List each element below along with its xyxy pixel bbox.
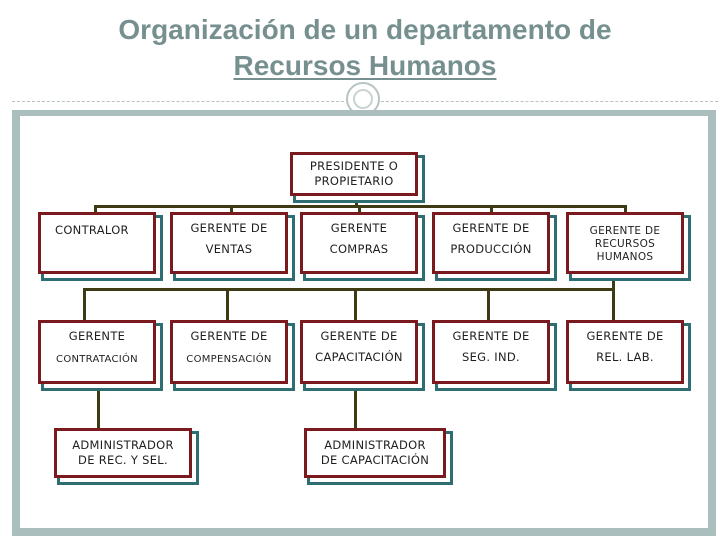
org-box-text: COMPENSACIÓN [186, 354, 272, 365]
org-box-text: PRESIDENTE O [309, 159, 399, 173]
connector-level2-drop-4 [487, 288, 490, 320]
org-box-text: VENTAS [205, 242, 253, 256]
org-box-gerente-compensacion: GERENTE DE COMPENSACIÓN [170, 320, 288, 384]
org-box-text: RECURSOS [594, 237, 656, 250]
connector-level1-drop-5 [624, 205, 627, 215]
org-box-text: GERENTE DE [190, 329, 268, 343]
left-margin [0, 0, 12, 546]
slide-title: Organización de un departamento de Recur… [40, 12, 690, 84]
org-box-text: PRODUCCIÓN [450, 242, 532, 256]
org-box-text: ADMINISTRADOR [72, 438, 174, 452]
org-box-contralor: CONTRALOR [38, 212, 156, 274]
org-box-gerente-contratacion: GERENTE CONTRATACIÓN [38, 320, 156, 384]
org-box-administrador-capacitacion: ADMINISTRADOR DE CAPACITACIÓN [304, 428, 446, 478]
org-box-gerente-rel-lab: GERENTE DE REL. LAB. [566, 320, 684, 384]
org-box-text: SEG. IND. [462, 350, 520, 364]
org-box-text: GERENTE DE [452, 329, 530, 343]
connector-level1-drop-4 [490, 205, 493, 215]
connector-level1-drop-2 [230, 205, 233, 215]
org-box-text: HUMANOS [596, 250, 654, 263]
org-box-president: PRESIDENTE O PROPIETARIO [290, 152, 418, 196]
connector-hr-down [612, 274, 615, 290]
connector-level2-drop-1 [83, 288, 86, 320]
org-box-text: GERENTE DE [190, 221, 268, 235]
connector-level2-drop-2 [226, 288, 229, 320]
connector-capacitacion-down [354, 384, 357, 430]
org-box-text: GERENTE [68, 329, 126, 343]
org-box-gerente-recursos-humanos: GERENTE DE RECURSOS HUMANOS [566, 212, 684, 274]
org-box-text: GERENTE DE [589, 224, 661, 237]
org-box-text: DE CAPACITACIÓN [320, 453, 430, 467]
org-box-text: DE REC. Y SEL. [78, 453, 168, 467]
org-box-text: CAPACITACIÓN [315, 350, 403, 364]
connector-level2-drop-3 [354, 288, 357, 320]
org-box-text: ADMINISTRADOR [324, 438, 426, 452]
connector-contratacion-down [97, 384, 100, 430]
connector-president-down [355, 195, 358, 207]
title-line-2: Recursos Humanos [233, 50, 497, 81]
org-box-text: REL. LAB. [596, 350, 654, 364]
org-box-gerente-ventas: GERENTE DE VENTAS [170, 212, 288, 274]
connector-level2-bus [83, 288, 615, 291]
org-box-text: GERENTE DE [320, 329, 398, 343]
org-box-text: CONTRATACIÓN [56, 354, 138, 365]
org-box-text: PROPIETARIO [314, 174, 394, 188]
org-box-text: GERENTE [330, 221, 388, 235]
connector-level2-drop-5 [612, 288, 615, 320]
org-box-gerente-seg-ind: GERENTE DE SEG. IND. [432, 320, 550, 384]
org-box-gerente-capacitacion: GERENTE DE CAPACITACIÓN [300, 320, 418, 384]
org-box-text: GERENTE DE [586, 329, 664, 343]
org-box-gerente-produccion: GERENTE DE PRODUCCIÓN [432, 212, 550, 274]
org-box-text: COMPRAS [329, 242, 389, 256]
connector-level1-drop-3 [358, 205, 361, 215]
title-line-1: Organización de un departamento de [118, 14, 612, 45]
org-box-administrador-rec-sel: ADMINISTRADOR DE REC. Y SEL. [54, 428, 192, 478]
org-box-text: GERENTE DE [452, 221, 530, 235]
org-box-text: CONTRALOR [55, 223, 129, 237]
org-box-gerente-compras: GERENTE COMPRAS [300, 212, 418, 274]
connector-level1-drop-1 [94, 205, 97, 215]
